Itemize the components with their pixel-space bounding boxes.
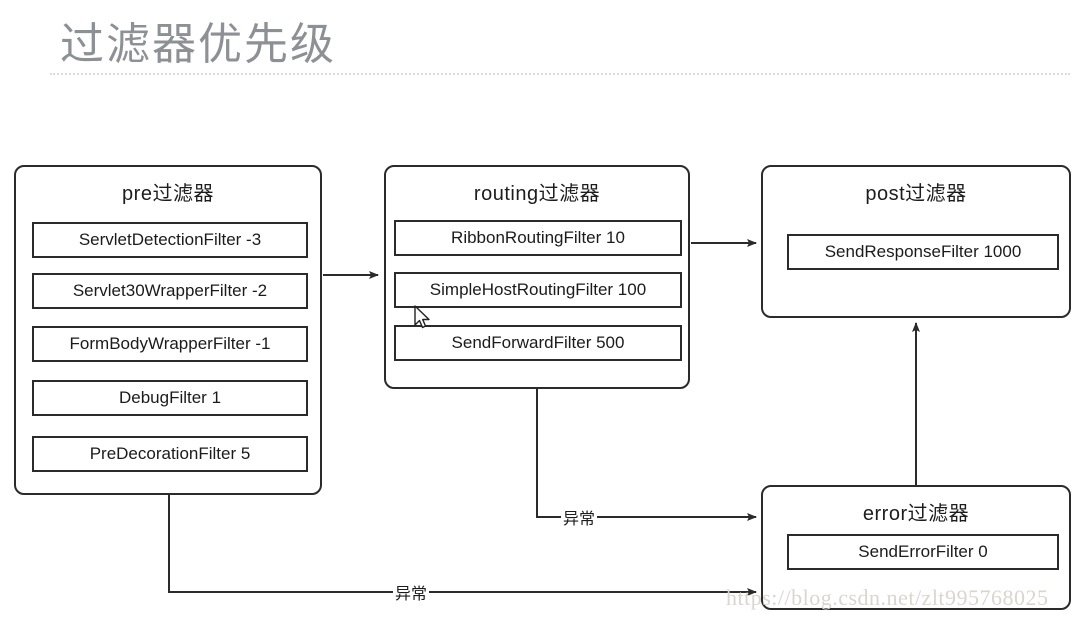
group-title-error: error过滤器 [862,503,970,525]
group-box-error[interactable]: error过滤器 SendErrorFilter 0 [761,485,1071,610]
edge-routing-to-error [536,389,757,521]
edge-label-routing-to-error: 异常 [561,505,598,529]
filter-item-servlet-detection[interactable]: ServletDetectionFilter -3 [32,222,308,258]
group-box-pre[interactable]: pre过滤器 ServletDetectionFilter -3 Servlet… [14,165,322,495]
group-title-post: post过滤器 [865,183,967,205]
edge-label-pre-to-error: 异常 [393,580,430,604]
filter-item-send-error[interactable]: SendErrorFilter 0 [787,534,1059,570]
filter-item-form-body-wrapper[interactable]: FormBodyWrapperFilter -1 [32,326,308,362]
filter-item-send-forward[interactable]: SendForwardFilter 500 [394,325,682,361]
filter-item-send-response[interactable]: SendResponseFilter 1000 [787,234,1059,270]
page-title: 过滤器优先级 [60,20,336,69]
filter-item-servlet30-wrapper[interactable]: Servlet30WrapperFilter -2 [32,273,308,309]
filter-item-simple-host-routing[interactable]: SimpleHostRoutingFilter 100 [394,272,682,308]
filter-item-ribbon-routing[interactable]: RibbonRoutingFilter 10 [394,220,682,256]
group-box-routing[interactable]: routing过滤器 RibbonRoutingFilter 10 Simple… [384,165,690,389]
group-title-pre: pre过滤器 [122,183,214,205]
group-title-routing: routing过滤器 [473,183,601,205]
group-box-post[interactable]: post过滤器 SendResponseFilter 1000 [761,165,1071,318]
filter-item-pre-decoration[interactable]: PreDecorationFilter 5 [32,436,308,472]
edge-pre-to-error [168,495,757,596]
title-divider [50,73,1070,75]
filter-item-debug[interactable]: DebugFilter 1 [32,380,308,416]
